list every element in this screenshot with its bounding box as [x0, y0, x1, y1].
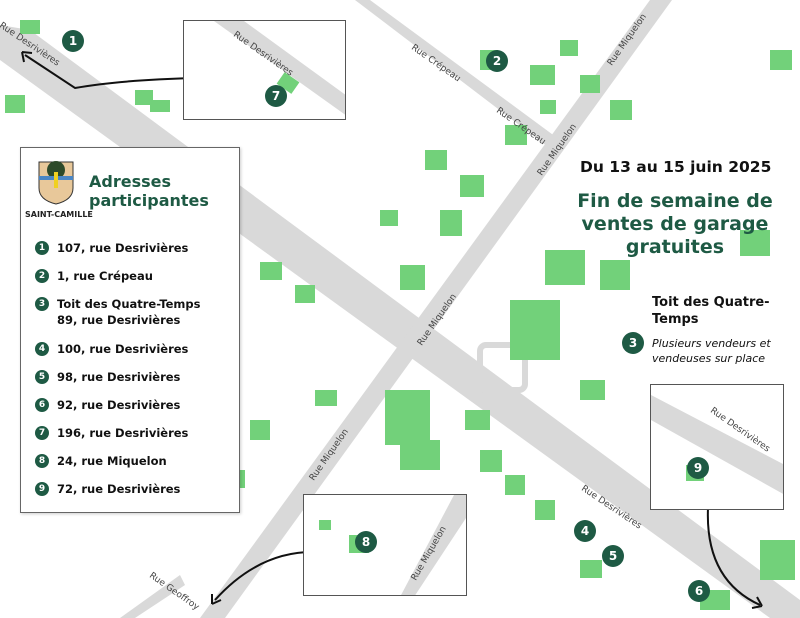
road-geoffroy: [120, 575, 185, 618]
inset-map-7: Rue Desrivières: [183, 20, 346, 120]
callout-name: Toit des Quatre-Temps: [652, 295, 770, 327]
legend-panel: SAINT-CAMILLE Adresses participantes 1 10…: [20, 147, 240, 513]
number-badge: 5: [35, 370, 49, 384]
legend-item-4: 4 100, rue Desrivières: [35, 341, 188, 357]
legend-item-address: 72, rue Desrivières: [57, 482, 181, 496]
legend-item-address: 92, rue Desrivières: [57, 398, 181, 412]
map-marker-5[interactable]: 5: [602, 545, 624, 567]
logo-text: SAINT-CAMILLE: [25, 210, 93, 219]
legend-item-address: 98, rue Desrivières: [57, 370, 181, 384]
inset-map-9: Rue Desrivières: [650, 384, 784, 510]
map-marker-4[interactable]: 4: [574, 520, 596, 542]
number-badge: 9: [35, 482, 49, 496]
map-marker-7[interactable]: 7: [265, 85, 287, 107]
number-badge: 3: [35, 297, 49, 311]
legend-item-2: 2 1, rue Crépeau: [35, 268, 153, 284]
number-badge: 1: [35, 241, 49, 255]
event-title: Fin de semaine de ventes de garage gratu…: [577, 190, 773, 258]
road-crepeau: [355, 0, 560, 150]
legend-item-3: 3 Toit des Quatre-Temps 89, rue Desrivièr…: [35, 296, 201, 328]
legend-item-1: 1 107, rue Desrivières: [35, 240, 188, 256]
number-badge: 6: [35, 398, 49, 412]
number-badge: 7: [35, 426, 49, 440]
legend-item-address: 100, rue Desrivières: [57, 342, 189, 356]
inset-map-8: Rue Miquelon: [303, 494, 467, 596]
road-miquelon: [200, 0, 672, 618]
legend-item-8: 8 24, rue Miquelon: [35, 453, 167, 469]
legend-title: Adresses participantes: [89, 172, 209, 210]
saint-camille-logo: [38, 161, 74, 205]
map-marker-1[interactable]: 1: [62, 30, 84, 52]
legend-item-address: 107, rue Desrivières: [57, 241, 189, 255]
legend-item-address: 196, rue Desrivières: [57, 426, 189, 440]
map-marker-3[interactable]: 3: [622, 332, 644, 354]
legend-item-9: 9 72, rue Desrivières: [35, 481, 180, 497]
legend-item-address: 24, rue Miquelon: [57, 454, 167, 468]
legend-item-6: 6 92, rue Desrivières: [35, 397, 180, 413]
legend-item-address: 1, rue Crépeau: [57, 269, 153, 283]
number-badge: 2: [35, 269, 49, 283]
callout-description: Plusieurs vendeurs et vendeuses sur plac…: [652, 337, 771, 365]
event-date: Du 13 au 15 juin 2025: [580, 158, 772, 176]
map-marker-6[interactable]: 6: [688, 580, 710, 602]
map-marker-8[interactable]: 8: [355, 531, 377, 553]
map-marker-2[interactable]: 2: [486, 50, 508, 72]
map-marker-9[interactable]: 9: [687, 457, 709, 479]
legend-item-address: Toit des Quatre-Temps 89, rue Desrivière…: [57, 297, 201, 327]
legend-item-5: 5 98, rue Desrivières: [35, 369, 180, 385]
number-badge: 8: [35, 454, 49, 468]
number-badge: 4: [35, 342, 49, 356]
legend-item-7: 7 196, rue Desrivières: [35, 425, 188, 441]
